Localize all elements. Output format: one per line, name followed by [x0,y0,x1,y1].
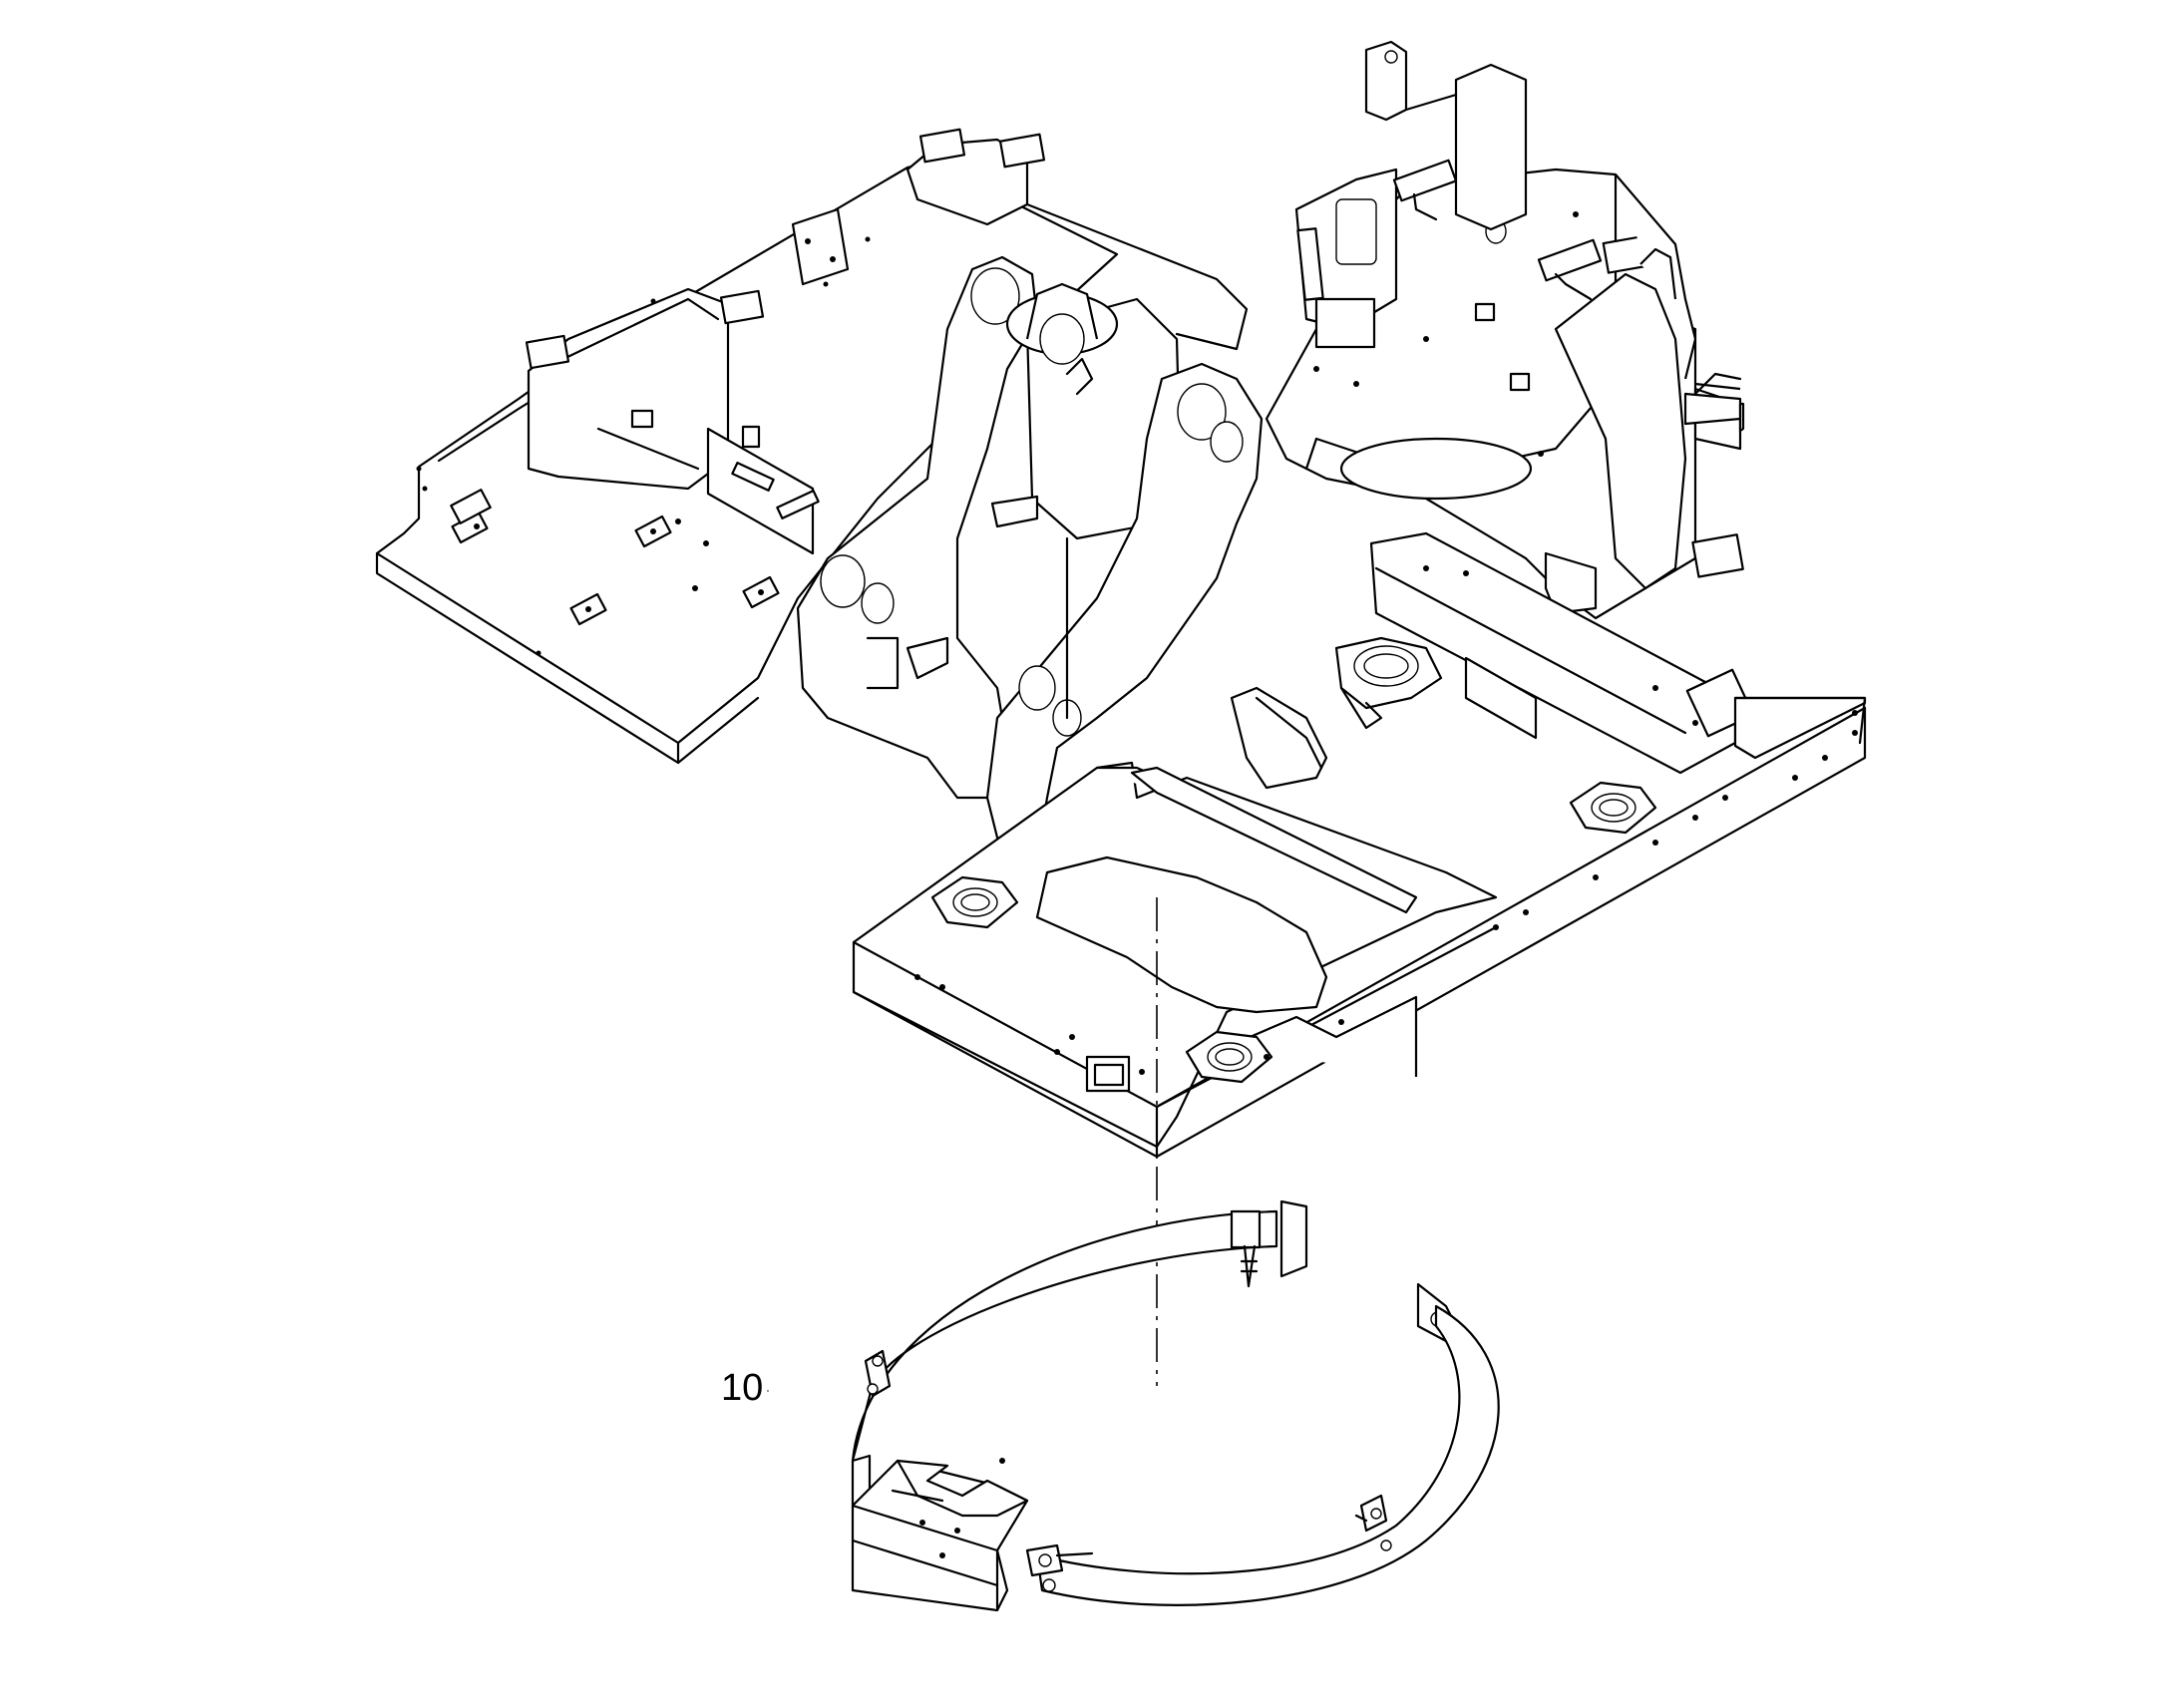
upper-frame-assembly [375,40,1867,1159]
front-counterweight-frame [852,706,1867,1159]
left-tank-housing [525,287,820,555]
part-10-guard-ring [851,1199,1500,1612]
swing-bearing-housing [1230,636,1443,790]
main-frame-rail [1369,531,1867,775]
boom-foot-bracket-right [985,362,1264,850]
rear-left-wall [791,128,1249,351]
right-support-arm [1544,272,1745,615]
part-callout-label: 10 [721,1367,764,1409]
rear-right-post [1364,40,1742,451]
right-cab-platform [1265,159,1697,620]
boom-foot-bracket-left [796,255,1039,800]
